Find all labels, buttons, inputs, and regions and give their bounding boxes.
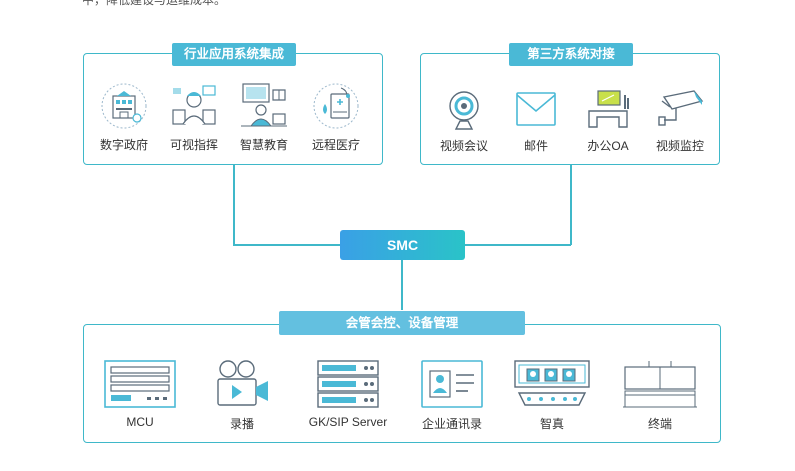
management-panel: 会管会控、设备管理 MCU 录播 — [83, 311, 721, 443]
office-oa-icon — [588, 90, 629, 128]
management-item-mcu: MCU — [98, 359, 182, 429]
management-item-address-book: 企业通讯录 — [410, 359, 494, 432]
surveillance-camera-icon — [658, 90, 704, 126]
management-item-label: 智真 — [539, 417, 564, 431]
industry-item-label: 数字政府 — [99, 138, 148, 152]
thirdparty-item-video-conference: 视频会议 — [431, 89, 497, 154]
server-icon — [317, 360, 379, 408]
connector-right-vertical — [570, 165, 572, 245]
industry-item-label: 可视指挥 — [169, 138, 218, 152]
industry-item-smart-education: 智慧教育 — [234, 80, 294, 153]
industry-item-telemedicine: 远程医疗 — [306, 82, 366, 153]
connector-left-horizontal — [233, 244, 341, 246]
industry-item-visual-command: 可视指挥 — [164, 82, 224, 153]
management-item-label: MCU — [126, 415, 154, 429]
industry-item-label: 远程医疗 — [311, 138, 360, 152]
management-item-label: 终端 — [647, 417, 672, 431]
thirdparty-item-label: 视频会议 — [439, 139, 488, 153]
industry-item-digital-government: 数字政府 — [94, 82, 154, 153]
industry-item-label: 智慧教育 — [239, 138, 288, 152]
thirdparty-item-label: 视频监控 — [655, 139, 704, 153]
management-item-label: GK/SIP Server — [308, 415, 388, 429]
mail-icon — [516, 92, 556, 126]
management-item-gk-sip-server: GK/SIP Server — [298, 359, 398, 429]
industry-panel-title: 行业应用系统集成 — [172, 43, 296, 66]
management-item-telepresence: 智真 — [510, 359, 594, 432]
thirdparty-item-label: 办公OA — [587, 139, 629, 153]
mcu-icon — [104, 360, 176, 408]
thirdparty-item-label: 邮件 — [523, 139, 548, 153]
connector-bottom-vertical — [401, 260, 403, 310]
digital-government-icon — [101, 83, 147, 129]
thirdparty-item-office-oa: 办公OA — [575, 89, 641, 154]
thirdparty-panel-title: 第三方系统对接 — [509, 43, 633, 66]
visual-command-icon — [172, 85, 216, 125]
telemedicine-icon — [313, 83, 359, 129]
industry-panel: 行业应用系统集成 数字政府 可视指挥 — [83, 43, 383, 165]
thirdparty-panel: 第三方系统对接 视频会议 邮件 办公OA — [420, 43, 720, 165]
thirdparty-item-surveillance: 视频监控 — [647, 89, 713, 154]
telepresence-icon — [514, 360, 590, 406]
management-item-label: 企业通讯录 — [421, 417, 482, 431]
connector-left-vertical — [233, 165, 235, 245]
video-conference-icon — [449, 91, 479, 130]
connector-right-horizontal — [464, 244, 571, 246]
management-item-terminal: 终端 — [618, 359, 702, 432]
address-book-icon — [421, 360, 483, 408]
thirdparty-item-mail: 邮件 — [503, 89, 569, 154]
recording-icon — [217, 360, 268, 406]
management-item-recording: 录播 — [200, 359, 284, 432]
terminal-icon — [623, 361, 697, 408]
management-panel-title: 会管会控、设备管理 — [279, 311, 525, 335]
smart-education-icon — [241, 83, 287, 127]
smc-node: SMC — [340, 230, 465, 260]
top-text-snippet: 中，降低建设与运维成本。 — [82, 0, 227, 7]
management-item-label: 录播 — [229, 417, 254, 431]
